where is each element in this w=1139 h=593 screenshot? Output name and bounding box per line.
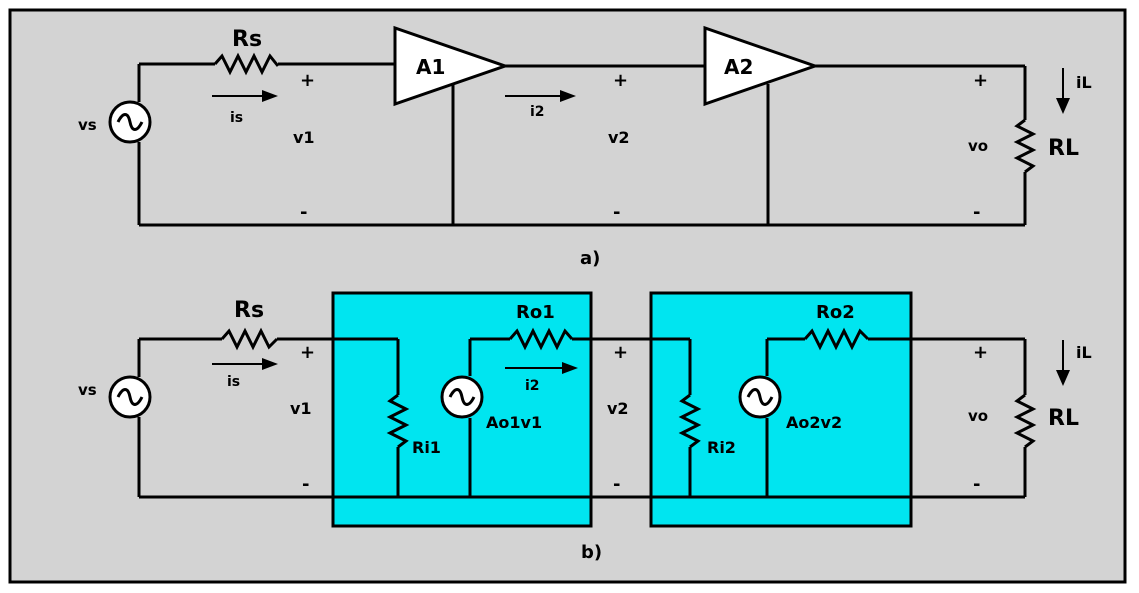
label-is: is — [230, 110, 243, 126]
plus-v2: + — [613, 70, 628, 91]
current-arrow-head-icon — [262, 90, 278, 102]
plus-vo: + — [973, 342, 988, 363]
sine-icon — [116, 388, 144, 406]
sine-icon — [116, 113, 144, 131]
label-ri1: Ri1 — [412, 438, 441, 457]
plus-v1: + — [300, 342, 315, 363]
label-ro2: Ro2 — [816, 302, 855, 323]
sine-icon — [448, 388, 476, 406]
resistor-rl-icon — [1013, 118, 1037, 174]
minus-v1: - — [300, 202, 307, 223]
resistor-ro1-icon — [508, 327, 574, 351]
minus-v2: - — [613, 202, 620, 223]
resistor-ri2-icon — [678, 393, 702, 449]
resistor-ro2-icon — [803, 327, 870, 351]
label-v2: v2 — [607, 399, 629, 418]
current-arrow-head-icon — [560, 90, 576, 102]
label-ao1v1: Ao1v1 — [486, 413, 542, 432]
label-rs: Rs — [232, 27, 262, 52]
current-arrow-head-icon — [562, 362, 578, 374]
label-vs: vs — [78, 116, 97, 134]
plus-v1: + — [300, 70, 315, 91]
caption-b: b) — [581, 542, 602, 563]
label-v1: v1 — [290, 399, 312, 418]
plus-vo: + — [973, 70, 988, 91]
amplifier-a1-icon — [393, 25, 510, 107]
minus-vo: - — [973, 202, 980, 223]
label-vs: vs — [78, 381, 97, 399]
label-a1: A1 — [416, 55, 445, 79]
label-il: iL — [1076, 73, 1092, 92]
sine-icon — [746, 388, 774, 406]
label-v1: v1 — [293, 128, 315, 147]
resistor-rs-icon — [220, 327, 279, 351]
minus-v1: - — [302, 474, 309, 495]
label-i2: i2 — [530, 104, 545, 120]
amplifier-2-model-block — [649, 291, 913, 528]
current-arrow-head-icon — [262, 358, 278, 370]
panel-b: Rs is + v1 - vs Ri1 Ro1 Ao1v1 i2 + v2 - … — [78, 291, 1092, 563]
label-i2: i2 — [525, 378, 540, 394]
minus-vo: - — [973, 474, 980, 495]
label-rl: RL — [1048, 136, 1079, 161]
load-current-arrow-head-icon — [1056, 370, 1070, 386]
label-ri2: Ri2 — [707, 438, 736, 457]
caption-a: a) — [580, 248, 600, 269]
label-ro1: Ro1 — [516, 302, 555, 323]
label-ao2v2: Ao2v2 — [786, 413, 842, 432]
resistor-ri1-icon — [386, 393, 410, 449]
label-rl: RL — [1048, 406, 1079, 431]
label-vo: vo — [968, 407, 988, 425]
label-vo: vo — [968, 137, 988, 155]
label-a2: A2 — [724, 55, 753, 79]
label-v2: v2 — [608, 128, 630, 147]
resistor-rs-icon — [213, 52, 280, 76]
amplifier-a2-icon — [703, 25, 820, 107]
resistor-rl-icon — [1013, 393, 1037, 449]
label-il: iL — [1076, 343, 1092, 362]
label-is: is — [227, 374, 240, 390]
load-current-arrow-head-icon — [1056, 98, 1070, 114]
label-rs: Rs — [234, 298, 264, 323]
panel-a: Rs is + v1 - vs A1 i2 + v2 - A2 + vo - R… — [78, 25, 1092, 269]
minus-v2: - — [613, 474, 620, 495]
plus-v2: + — [613, 342, 628, 363]
